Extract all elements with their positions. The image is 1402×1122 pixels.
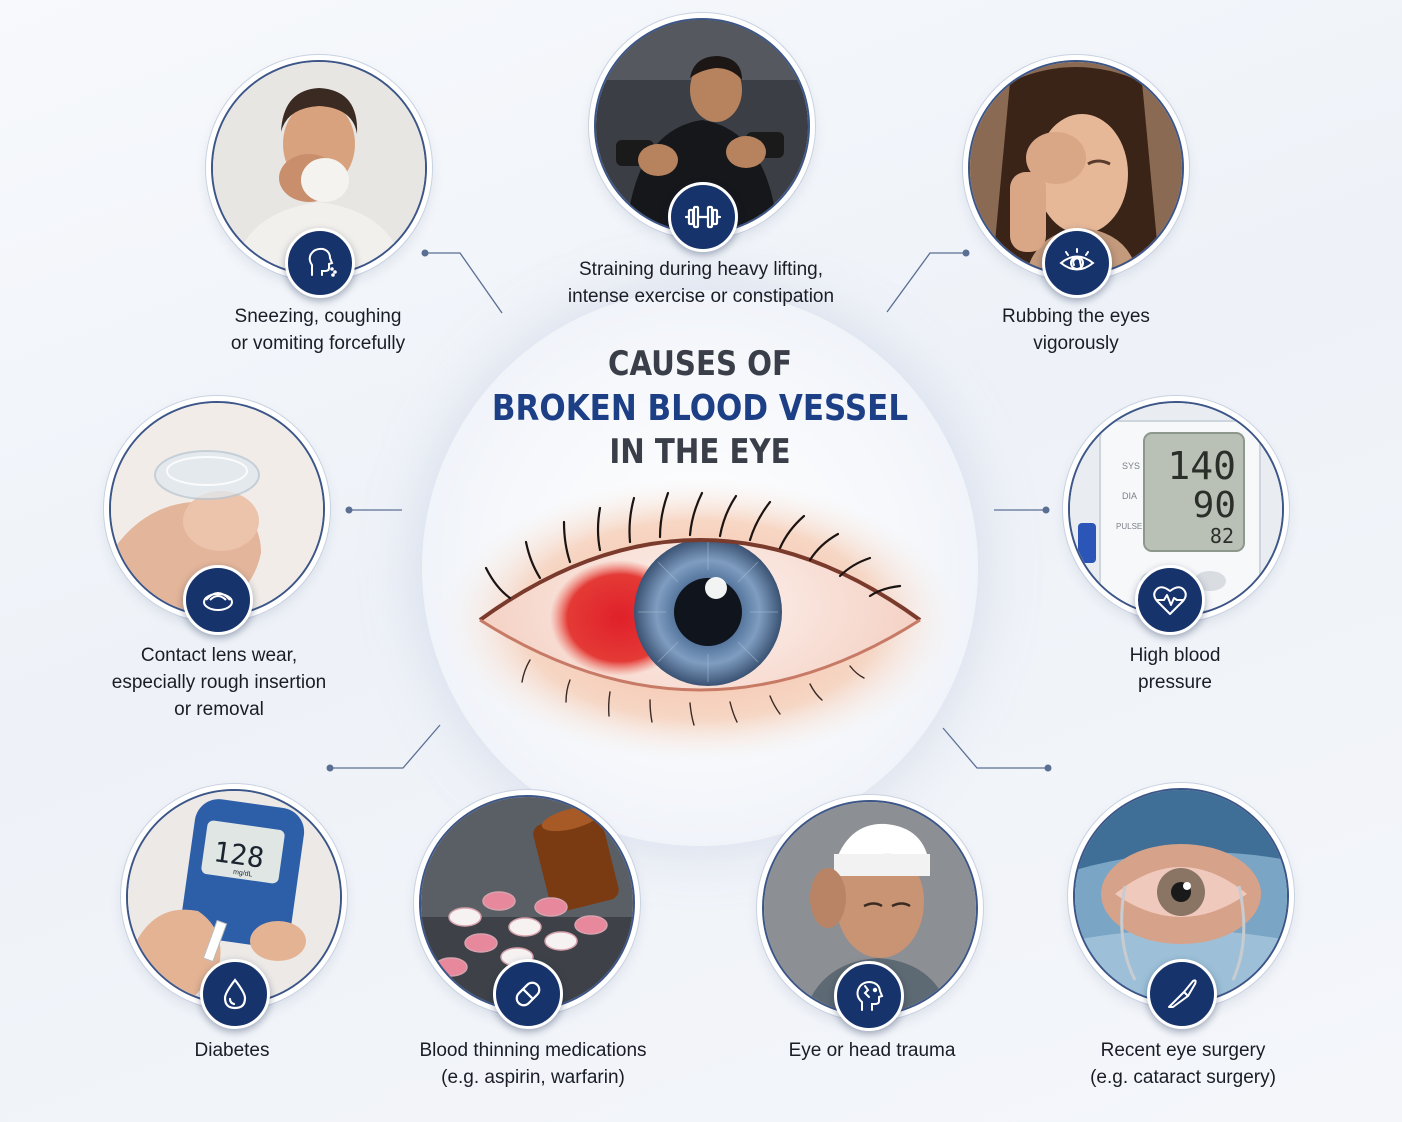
connector-diabetes (330, 724, 441, 769)
bp-pulse-label: PULSE (1116, 522, 1142, 531)
pill-capsule-icon (493, 959, 563, 1029)
bp-pulse-value: 82 (1210, 524, 1234, 548)
connector-dot (962, 249, 970, 257)
glucose-unit: mg/dL (233, 869, 253, 879)
contact-lens-icon (183, 565, 253, 635)
connector-dot (1044, 764, 1052, 772)
blood-thinners-label: Blood thinning medications(e.g. aspirin,… (419, 1040, 647, 1088)
title-line-3: IN THE EYE (609, 432, 791, 472)
head-trauma-icon (834, 961, 904, 1031)
connector-dot (345, 506, 353, 514)
surgery-label: Recent eye surgery(e.g. cataract surgery… (1090, 1040, 1276, 1088)
blood-drop-icon (200, 959, 270, 1029)
connector-surgery (942, 727, 1048, 769)
title-line-1: CAUSES OF (607, 344, 793, 384)
head-trauma-photo (762, 800, 978, 1016)
contact-lens-label: Contact lens wear,especially rough inser… (111, 645, 327, 720)
glucose-reading: 128 (211, 835, 266, 875)
heart-pulse-icon (1135, 565, 1205, 635)
diabetes-label: Diabetes (194, 1040, 270, 1061)
red-eye-illustration (440, 470, 960, 775)
connector-rubbing (886, 252, 966, 313)
title-line-2: BROKEN BLOOD VESSEL (491, 388, 909, 429)
bp-dia-label: DIA (1122, 491, 1137, 501)
bp-sys-label: SYS (1122, 461, 1140, 471)
connector-dot (1042, 506, 1050, 514)
dumbbell-icon (668, 182, 738, 252)
connector-sneezing (425, 252, 503, 314)
connector-dot (326, 764, 334, 772)
trauma-label: Eye or head trauma (788, 1040, 956, 1061)
blood-pressure-monitor-photo: SYS DIA PULSE 140 90 82 (1068, 401, 1284, 617)
sneeze-face-icon (285, 228, 355, 298)
bp-dia-value: 90 (1193, 485, 1236, 526)
straining-label: Straining during heavy lifting,intense e… (567, 259, 835, 307)
eye-rub-icon (1042, 228, 1112, 298)
connector-dot (421, 249, 429, 257)
bp-sys-value: 140 (1167, 444, 1236, 488)
scalpel-icon (1147, 959, 1217, 1029)
